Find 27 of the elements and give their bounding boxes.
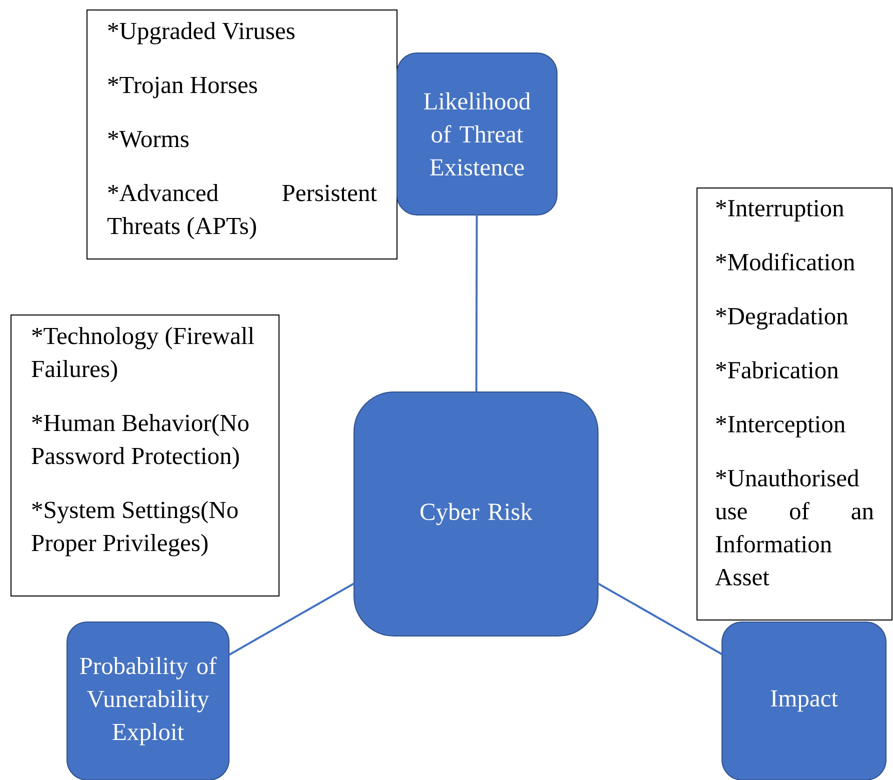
list-item: *Upgraded Viruses: [108, 22, 294, 44]
box-label: Likelihood of Threat Existence: [424, 92, 530, 176]
connector-line: [598, 582, 722, 656]
list-item: *Advanced Persistent Threats (APTs): [107, 184, 377, 240]
box-label: Probability of Vunerability Exploit: [80, 656, 217, 746]
list-box: [86, 10, 398, 260]
rounded-box: [396, 52, 558, 216]
list-box: [696, 188, 892, 620]
list-item: *Trojan Horses: [108, 76, 257, 98]
list-item: *Fabrication: [716, 361, 838, 378]
list-item: *Unauthorised use of an Information Asset: [715, 469, 874, 586]
rounded-box: [66, 622, 230, 780]
rounded-box: [354, 392, 598, 636]
list-box: [10, 314, 280, 596]
list-item: *System Settings(No Proper Privileges): [32, 501, 238, 556]
box-label: Impact: [770, 690, 838, 712]
list-item: *Worms: [108, 130, 189, 148]
list-item: *Modification: [716, 252, 855, 270]
list-item: *Degradation: [716, 307, 848, 330]
rounded-box: [722, 622, 886, 780]
connector-line: [228, 582, 354, 656]
list-item: *Interception: [716, 416, 846, 438]
box-label: Cyber Risk: [420, 502, 532, 526]
list-item: *Technology (Firewall Failures): [32, 327, 254, 382]
list-item: *Human Behavior(No Password Protection): [32, 414, 248, 470]
connector-line: [475, 215, 478, 392]
list-item: *Interruption: [716, 200, 844, 222]
